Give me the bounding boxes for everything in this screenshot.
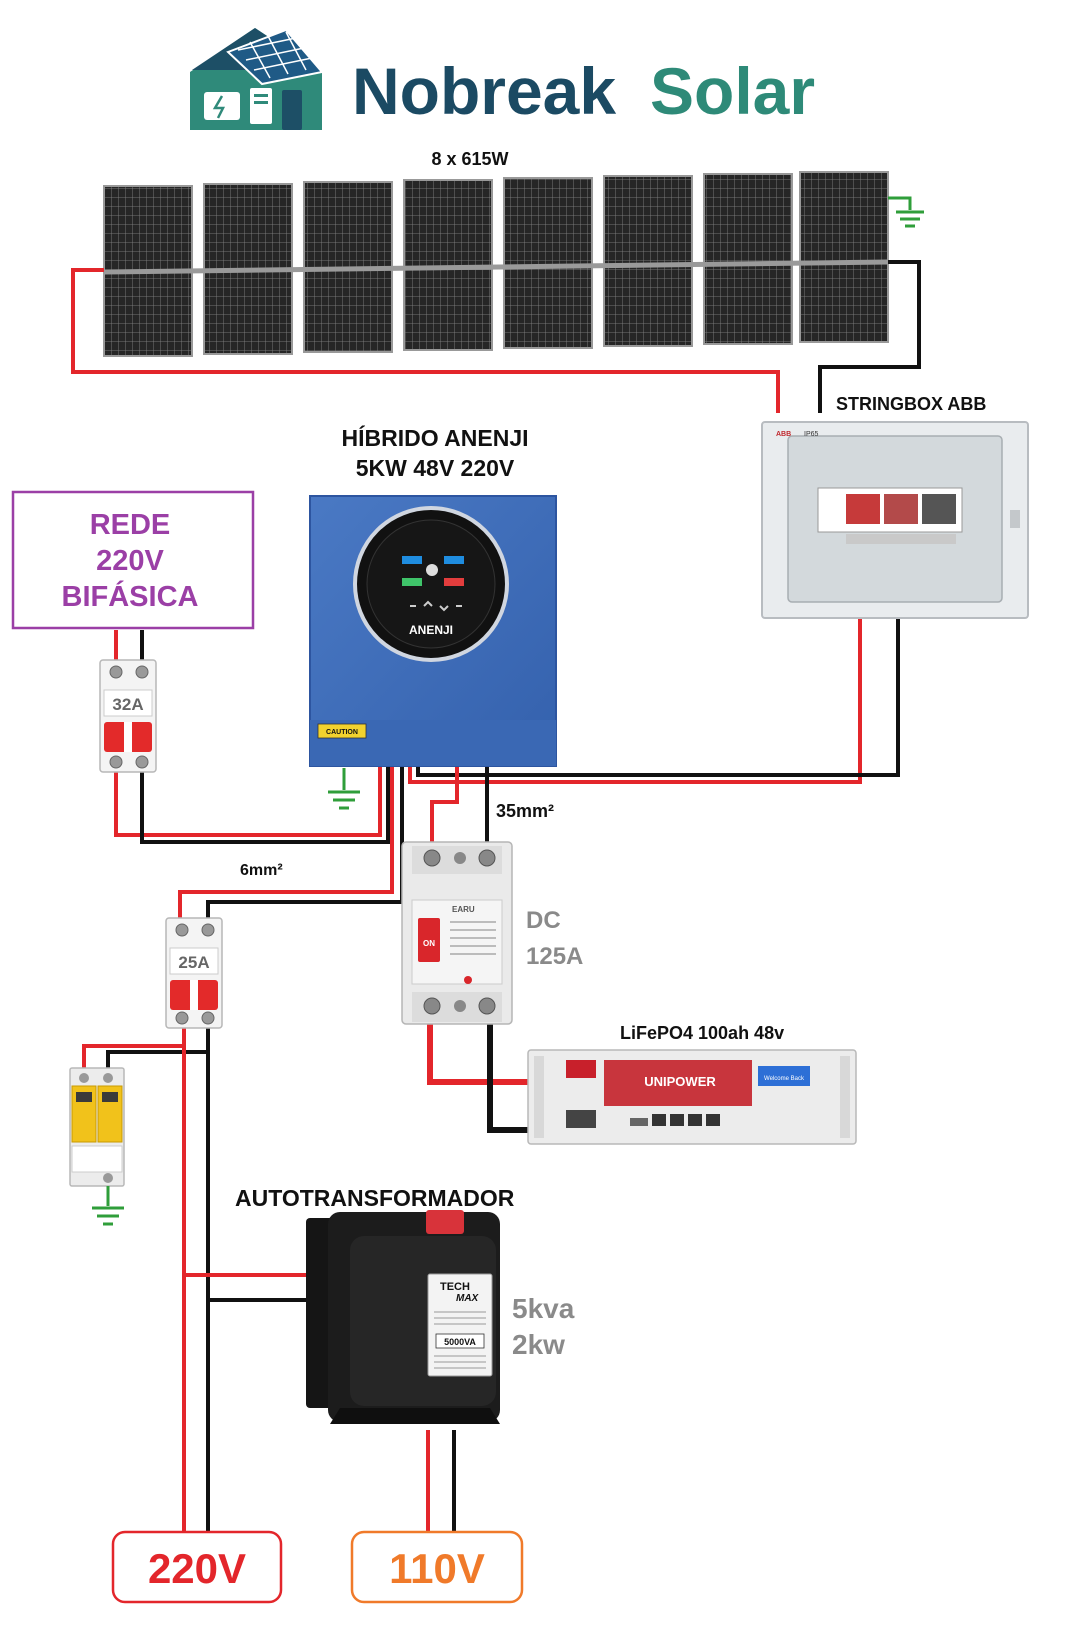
battery-brand: UNIPOWER (644, 1074, 716, 1089)
ac-breaker-32a: 32A (99, 659, 157, 773)
surge-protector (69, 1067, 125, 1187)
grid-supply-box: REDE 220V BIFÁSICA (11, 490, 255, 630)
inverter-title-line1: HÍBRIDO ANENJI (342, 424, 529, 451)
inverter-logo: ANENJI (409, 623, 453, 637)
grid-label-line3: BIFÁSICA (62, 579, 199, 613)
brand-name-part2: Solar (650, 54, 815, 128)
ac-breaker-25a: 25A (165, 917, 223, 1029)
autotransformer-brand-line2: MAX (456, 1293, 480, 1304)
output-110v-label: 110V (389, 1545, 485, 1592)
output-220v: 220V (111, 1530, 283, 1604)
autotransformer-rating: 5000VA (444, 1337, 476, 1347)
dc-breaker-125a: EARU ON (401, 841, 513, 1025)
battery-label: LiFePO4 100ah 48v (620, 1023, 784, 1043)
autotransformer-spec-line1: 5kva (512, 1293, 575, 1324)
cable-ac-label: 6mm² (240, 862, 283, 879)
autotransformer: TECH MAX 5000VA (306, 1210, 500, 1424)
house-icon (190, 28, 324, 130)
dc-breaker-brand: EARU (452, 905, 475, 914)
earth-ground-icon (92, 1186, 124, 1226)
autotransformer-spec-line2: 2kw (512, 1329, 565, 1360)
solar-panel (503, 177, 593, 349)
hybrid-inverter: ANENJI CAUTION (309, 495, 557, 767)
stringbox-brand: ABB (776, 431, 791, 438)
inverter-title-line2: 5KW 48V 220V (356, 455, 515, 481)
earth-ground-icon (888, 196, 924, 228)
panels-label: 8 x 615W (431, 149, 508, 169)
breaker-25a-rating: 25A (178, 953, 209, 972)
dc-breaker-on-label: ON (423, 939, 435, 948)
stringbox-label: STRINGBOX ABB (836, 394, 986, 414)
breaker-32a-rating: 32A (112, 695, 143, 714)
solar-panel (603, 175, 693, 347)
brand-name-part1: Nobreak (352, 54, 616, 128)
inverter-caution-label: CAUTION (326, 729, 358, 736)
solar-panel-array (103, 171, 889, 357)
autotransformer-title: AUTOTRANSFORMADOR (235, 1185, 515, 1211)
earth-ground-icon (328, 768, 360, 810)
output-220v-label: 220V (148, 1545, 246, 1592)
autotransformer-brand-line1: TECH (440, 1281, 470, 1293)
dc-breaker-label-line1: DC (526, 907, 561, 934)
grid-label-line2: 220V (96, 545, 164, 577)
stringbox: ABB IP65 (761, 421, 1029, 619)
logo: Nobreak Solar (190, 28, 815, 130)
stringbox-rating: IP65 (804, 431, 819, 438)
battery-screen-text: Welcome Back (764, 1076, 805, 1082)
dc-breaker-label-line2: 125A (526, 943, 583, 970)
cable-dc-label: 35mm² (496, 801, 554, 821)
grid-label-line1: REDE (90, 509, 171, 541)
solar-panel (703, 173, 793, 345)
solar-panel (799, 171, 889, 343)
output-110v: 110V (350, 1530, 524, 1604)
lifepo4-battery: UNIPOWER Welcome Back (527, 1049, 857, 1145)
